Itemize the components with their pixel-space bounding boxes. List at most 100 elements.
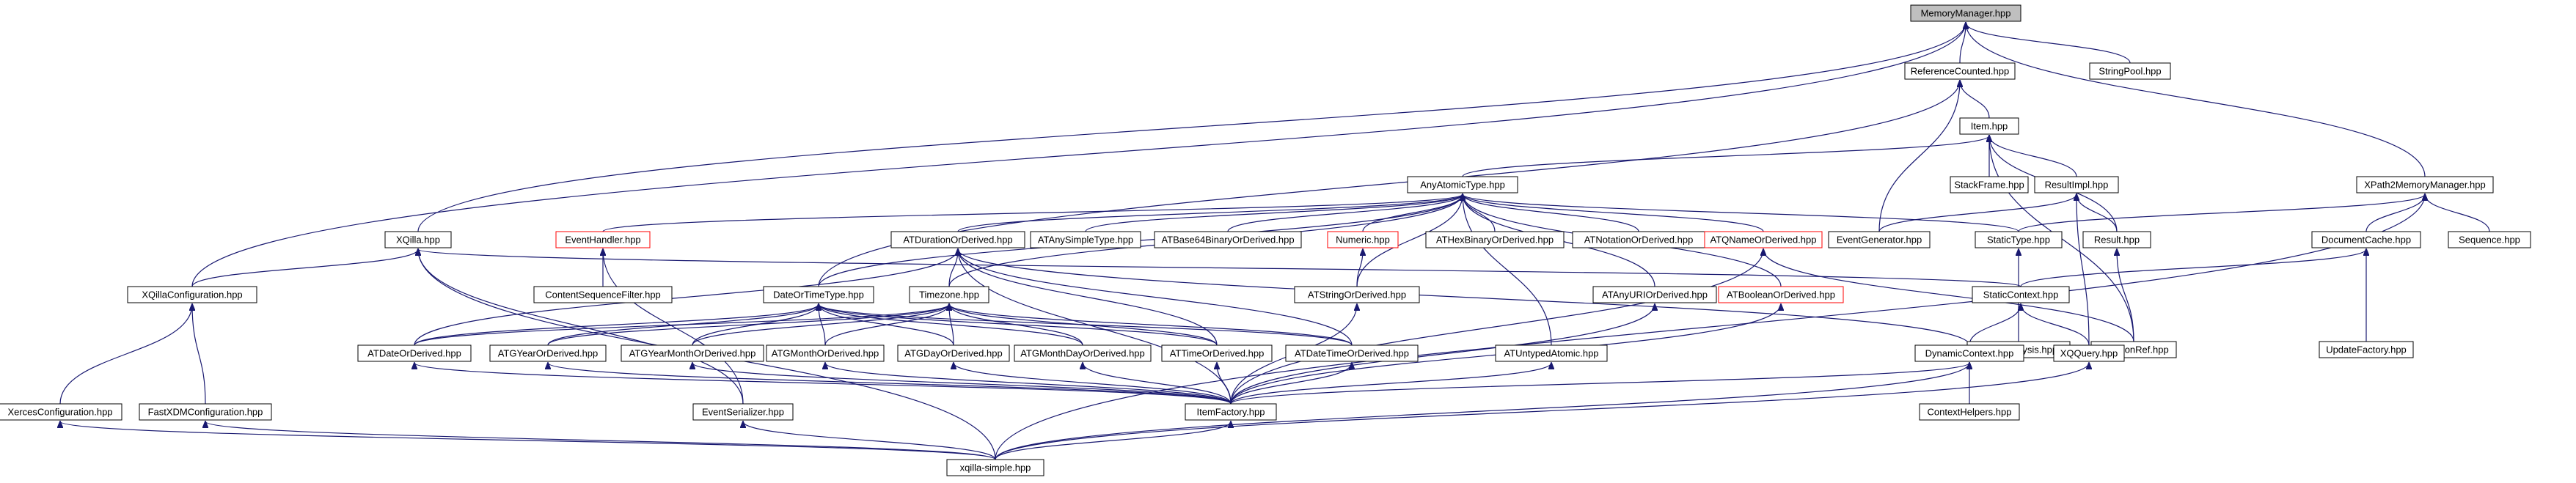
- node-atdateorderived[interactable]: ATDateOrDerived.hpp: [357, 344, 472, 362]
- node-atanysimpletype[interactable]: ATAnySimpleType.hpp: [1030, 231, 1141, 248]
- node-xqilla[interactable]: XQilla.hpp: [384, 231, 452, 248]
- edge-xqillasimple-to-dynamiccontext: [995, 363, 1969, 460]
- node-box[interactable]: [2053, 344, 2125, 362]
- node-box[interactable]: [2082, 231, 2151, 248]
- node-atqnameorderived[interactable]: ATQNameOrDerived.hpp: [1704, 231, 1823, 248]
- node-atanyuriorderived[interactable]: ATAnyURIOrDerived.hpp: [1592, 286, 1717, 303]
- node-box[interactable]: [1975, 231, 2063, 248]
- node-sequence[interactable]: Sequence.hpp: [2448, 231, 2531, 248]
- node-item[interactable]: Item.hpp: [1959, 117, 2019, 135]
- node-box[interactable]: [897, 344, 1010, 362]
- node-box[interactable]: [139, 403, 272, 421]
- node-atdatetimeorderived[interactable]: ATDateTimeOrDerived.hpp: [1285, 344, 1419, 362]
- node-eventhandler[interactable]: EventHandler.hpp: [555, 231, 651, 248]
- node-box[interactable]: [1185, 403, 1277, 421]
- node-timezone[interactable]: Timezone.hpp: [909, 286, 989, 303]
- node-box[interactable]: [1919, 403, 2020, 421]
- node-box[interactable]: [1407, 176, 1518, 193]
- node-box[interactable]: [1425, 231, 1565, 248]
- node-dynamiccontext[interactable]: DynamicContext.hpp: [1914, 344, 2024, 362]
- node-box[interactable]: [1030, 231, 1141, 248]
- node-box[interactable]: [1718, 286, 1844, 303]
- node-box[interactable]: [2311, 231, 2421, 248]
- node-box[interactable]: [2089, 62, 2171, 80]
- node-box[interactable]: [2356, 176, 2494, 193]
- node-box[interactable]: [1161, 344, 1273, 362]
- node-contexthelpers[interactable]: ContextHelpers.hpp: [1919, 403, 2020, 421]
- node-box[interactable]: [533, 286, 673, 303]
- node-box[interactable]: [1495, 344, 1608, 362]
- node-box[interactable]: [1327, 231, 1399, 248]
- node-box[interactable]: [890, 231, 1025, 248]
- node-result[interactable]: Result.hpp: [2082, 231, 2151, 248]
- node-eventserializer[interactable]: EventSerializer.hpp: [692, 403, 794, 421]
- node-box[interactable]: [1014, 344, 1152, 362]
- node-box[interactable]: [555, 231, 651, 248]
- node-box[interactable]: [692, 403, 794, 421]
- node-atbase64binaryorderived[interactable]: ATBase64BinaryOrDerived.hpp: [1154, 231, 1302, 248]
- node-box[interactable]: [2319, 341, 2414, 358]
- node-label: DynamicContext.hpp: [1925, 348, 2014, 359]
- node-atstringorderived[interactable]: ATStringOrDerived.hpp: [1294, 286, 1420, 303]
- node-box[interactable]: [621, 344, 764, 362]
- node-box[interactable]: [1704, 231, 1823, 248]
- node-resultimpl[interactable]: ResultImpl.hpp: [2034, 176, 2119, 193]
- node-box[interactable]: [1285, 344, 1419, 362]
- node-label: ATUntypedAtomic.hpp: [1504, 348, 1598, 359]
- node-label: ATDateOrDerived.hpp: [367, 348, 461, 359]
- node-atdurationorderived[interactable]: ATDurationOrDerived.hpp: [890, 231, 1025, 248]
- node-xqillasimple[interactable]: xqilla-simple.hpp: [946, 459, 1044, 476]
- node-anyatomictype[interactable]: AnyAtomicType.hpp: [1407, 176, 1518, 193]
- node-atgmonthorderived[interactable]: ATGMonthOrDerived.hpp: [766, 344, 885, 362]
- node-xpath2memorymanager[interactable]: XPath2MemoryManager.hpp: [2356, 176, 2494, 193]
- edge-atdateorderived-to-atdurationorderived: [414, 249, 958, 346]
- node-updatefactory[interactable]: UpdateFactory.hpp: [2319, 341, 2414, 358]
- node-box[interactable]: [1914, 344, 2024, 362]
- node-referencecounted[interactable]: ReferenceCounted.hpp: [1904, 62, 2016, 80]
- node-numeric[interactable]: Numeric.hpp: [1327, 231, 1399, 248]
- node-memorymanager[interactable]: MemoryManager.hpp: [1910, 4, 2021, 22]
- node-box[interactable]: [1904, 62, 2016, 80]
- node-atgmonthdayorderived[interactable]: ATGMonthDayOrDerived.hpp: [1014, 344, 1152, 362]
- node-eventgenerator[interactable]: EventGenerator.hpp: [1828, 231, 1931, 248]
- node-atgyearmonthorderived[interactable]: ATGYearMonthOrDerived.hpp: [621, 344, 764, 362]
- node-box[interactable]: [1294, 286, 1420, 303]
- node-box[interactable]: [489, 344, 607, 362]
- node-xqillaconfiguration[interactable]: XQillaConfiguration.hpp: [127, 286, 257, 303]
- node-atgdayorderived[interactable]: ATGDayOrDerived.hpp: [897, 344, 1010, 362]
- node-box[interactable]: [1910, 4, 2021, 22]
- node-box[interactable]: [1828, 231, 1931, 248]
- node-staticcontext[interactable]: StaticContext.hpp: [1972, 286, 2070, 303]
- node-box[interactable]: [0, 403, 122, 421]
- node-stackframe[interactable]: StackFrame.hpp: [1950, 176, 2029, 193]
- node-itemfactory[interactable]: ItemFactory.hpp: [1185, 403, 1277, 421]
- node-xercesconfiguration[interactable]: XercesConfiguration.hpp: [0, 403, 122, 421]
- node-box[interactable]: [1592, 286, 1717, 303]
- node-xqquery[interactable]: XQQuery.hpp: [2053, 344, 2125, 362]
- node-atbooleanorderived[interactable]: ATBooleanOrDerived.hpp: [1718, 286, 1844, 303]
- node-contentsequencefilter[interactable]: ContentSequenceFilter.hpp: [533, 286, 673, 303]
- node-documentcache[interactable]: DocumentCache.hpp: [2311, 231, 2421, 248]
- node-box[interactable]: [1950, 176, 2029, 193]
- node-box[interactable]: [384, 231, 452, 248]
- node-box[interactable]: [766, 344, 885, 362]
- node-box[interactable]: [1154, 231, 1302, 248]
- node-box[interactable]: [2448, 231, 2531, 248]
- node-box[interactable]: [909, 286, 989, 303]
- node-atgyearorderived[interactable]: ATGYearOrDerived.hpp: [489, 344, 607, 362]
- node-fastxdmconfiguration[interactable]: FastXDMConfiguration.hpp: [139, 403, 272, 421]
- node-box[interactable]: [763, 286, 874, 303]
- node-attimeorderived[interactable]: ATTimeOrDerived.hpp: [1161, 344, 1273, 362]
- node-box[interactable]: [357, 344, 472, 362]
- node-box[interactable]: [1959, 117, 2019, 135]
- node-box[interactable]: [1972, 286, 2070, 303]
- node-statictype[interactable]: StaticType.hpp: [1975, 231, 2063, 248]
- node-atuntypedatomic[interactable]: ATUntypedAtomic.hpp: [1495, 344, 1608, 362]
- node-athexbinaryorderived[interactable]: ATHexBinaryOrDerived.hpp: [1425, 231, 1565, 248]
- node-box[interactable]: [127, 286, 257, 303]
- node-datetimetype[interactable]: DateOrTimeType.hpp: [763, 286, 874, 303]
- node-box[interactable]: [946, 459, 1044, 476]
- node-box[interactable]: [2034, 176, 2119, 193]
- node-stringpool[interactable]: StringPool.hpp: [2089, 62, 2171, 80]
- node-atnotationorderived[interactable]: ATNotationOrDerived.hpp: [1572, 231, 1705, 248]
